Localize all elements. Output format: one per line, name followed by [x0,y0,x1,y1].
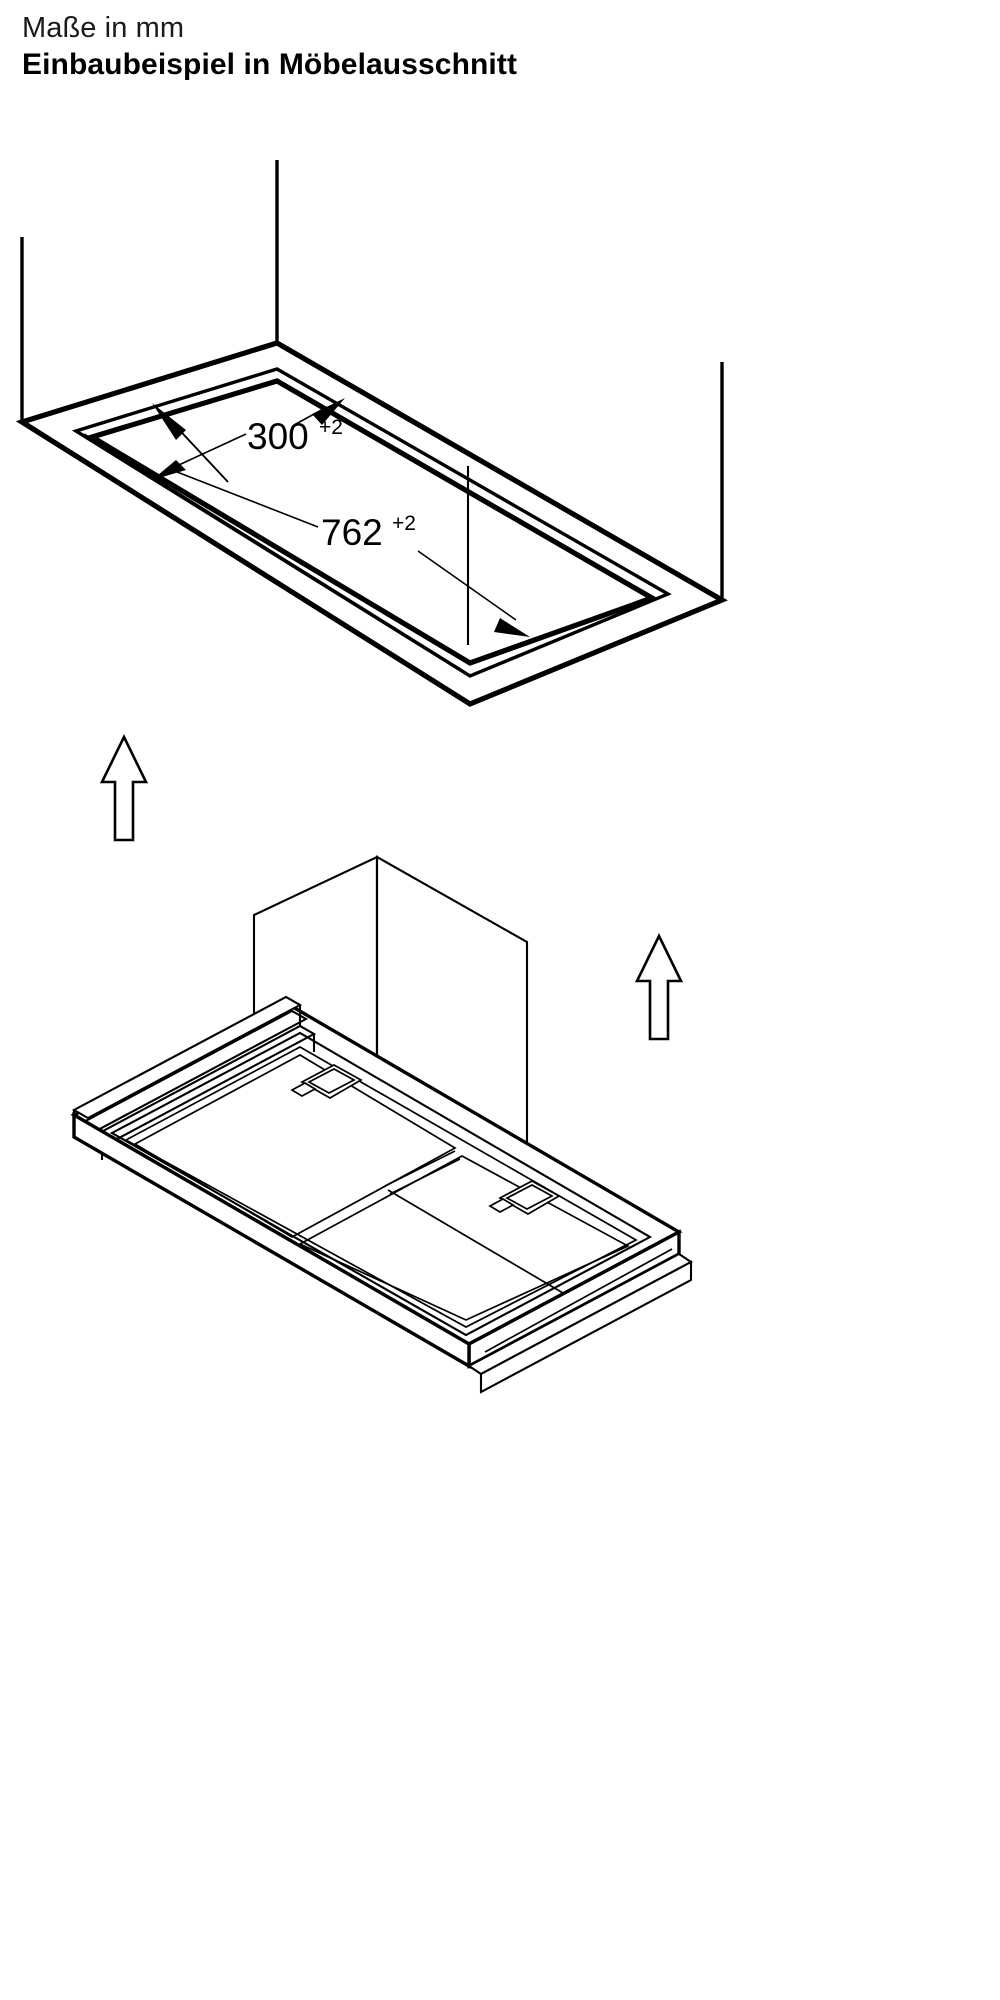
filter-latch-right[interactable] [488,1180,561,1215]
dimension-762-leader-left [171,469,319,528]
hood-filter-bay-frame [109,1031,653,1337]
hood-figure [70,855,694,1394]
filter-latch-right-inner[interactable] [505,1184,554,1210]
dimension-300: 300 +2 [152,398,345,483]
dimension-762-tolerance: +2 [392,512,416,535]
filter-divider-long [387,1189,564,1294]
dimension-762-leader-right [417,550,517,621]
dimension-300-tolerance: +2 [319,416,343,439]
cabinet-cutout-figure: 300 +2 762 +2 [15,160,728,707]
dimension-762: 762 +2 [171,469,530,637]
up-arrow-icon-left [99,734,149,842]
rim-line-a [83,433,463,671]
page-title: Einbaubeispiel in Möbelausschnitt [22,48,518,81]
dimension-762-value: 762 [321,512,383,553]
hood-filter-bay-inner [124,1046,638,1328]
hood-bottom-trim-b [479,1260,693,1394]
filter-latch-left-tab[interactable] [290,1082,317,1097]
filter-left-panel [133,1054,457,1238]
cutout-opening [85,378,659,666]
up-arrow-icon-right [634,933,684,1041]
hood-bottom-trim-line [484,1248,673,1353]
units-note: Maße in mm [22,12,185,44]
dimension-300-leader-lower [167,433,247,471]
dimension-300-value: 300 [247,416,309,457]
insert-arrow-left [99,734,149,842]
filter-right-panel [298,1155,630,1321]
dimension-762-arrowhead [494,618,530,637]
filter-latch-right-tab[interactable] [488,1198,515,1213]
cutout-rim-outer [71,367,672,678]
insert-arrow-right [634,933,684,1041]
dimension-300-arrowhead-top [152,403,186,440]
title-block: Maße in mm Einbaubeispiel in Möbelaussch… [22,10,517,84]
filter-latch-left[interactable] [290,1064,363,1099]
filter-latch-left-inner[interactable] [307,1068,356,1094]
dimension-300-leader-arrowhead [312,398,345,425]
